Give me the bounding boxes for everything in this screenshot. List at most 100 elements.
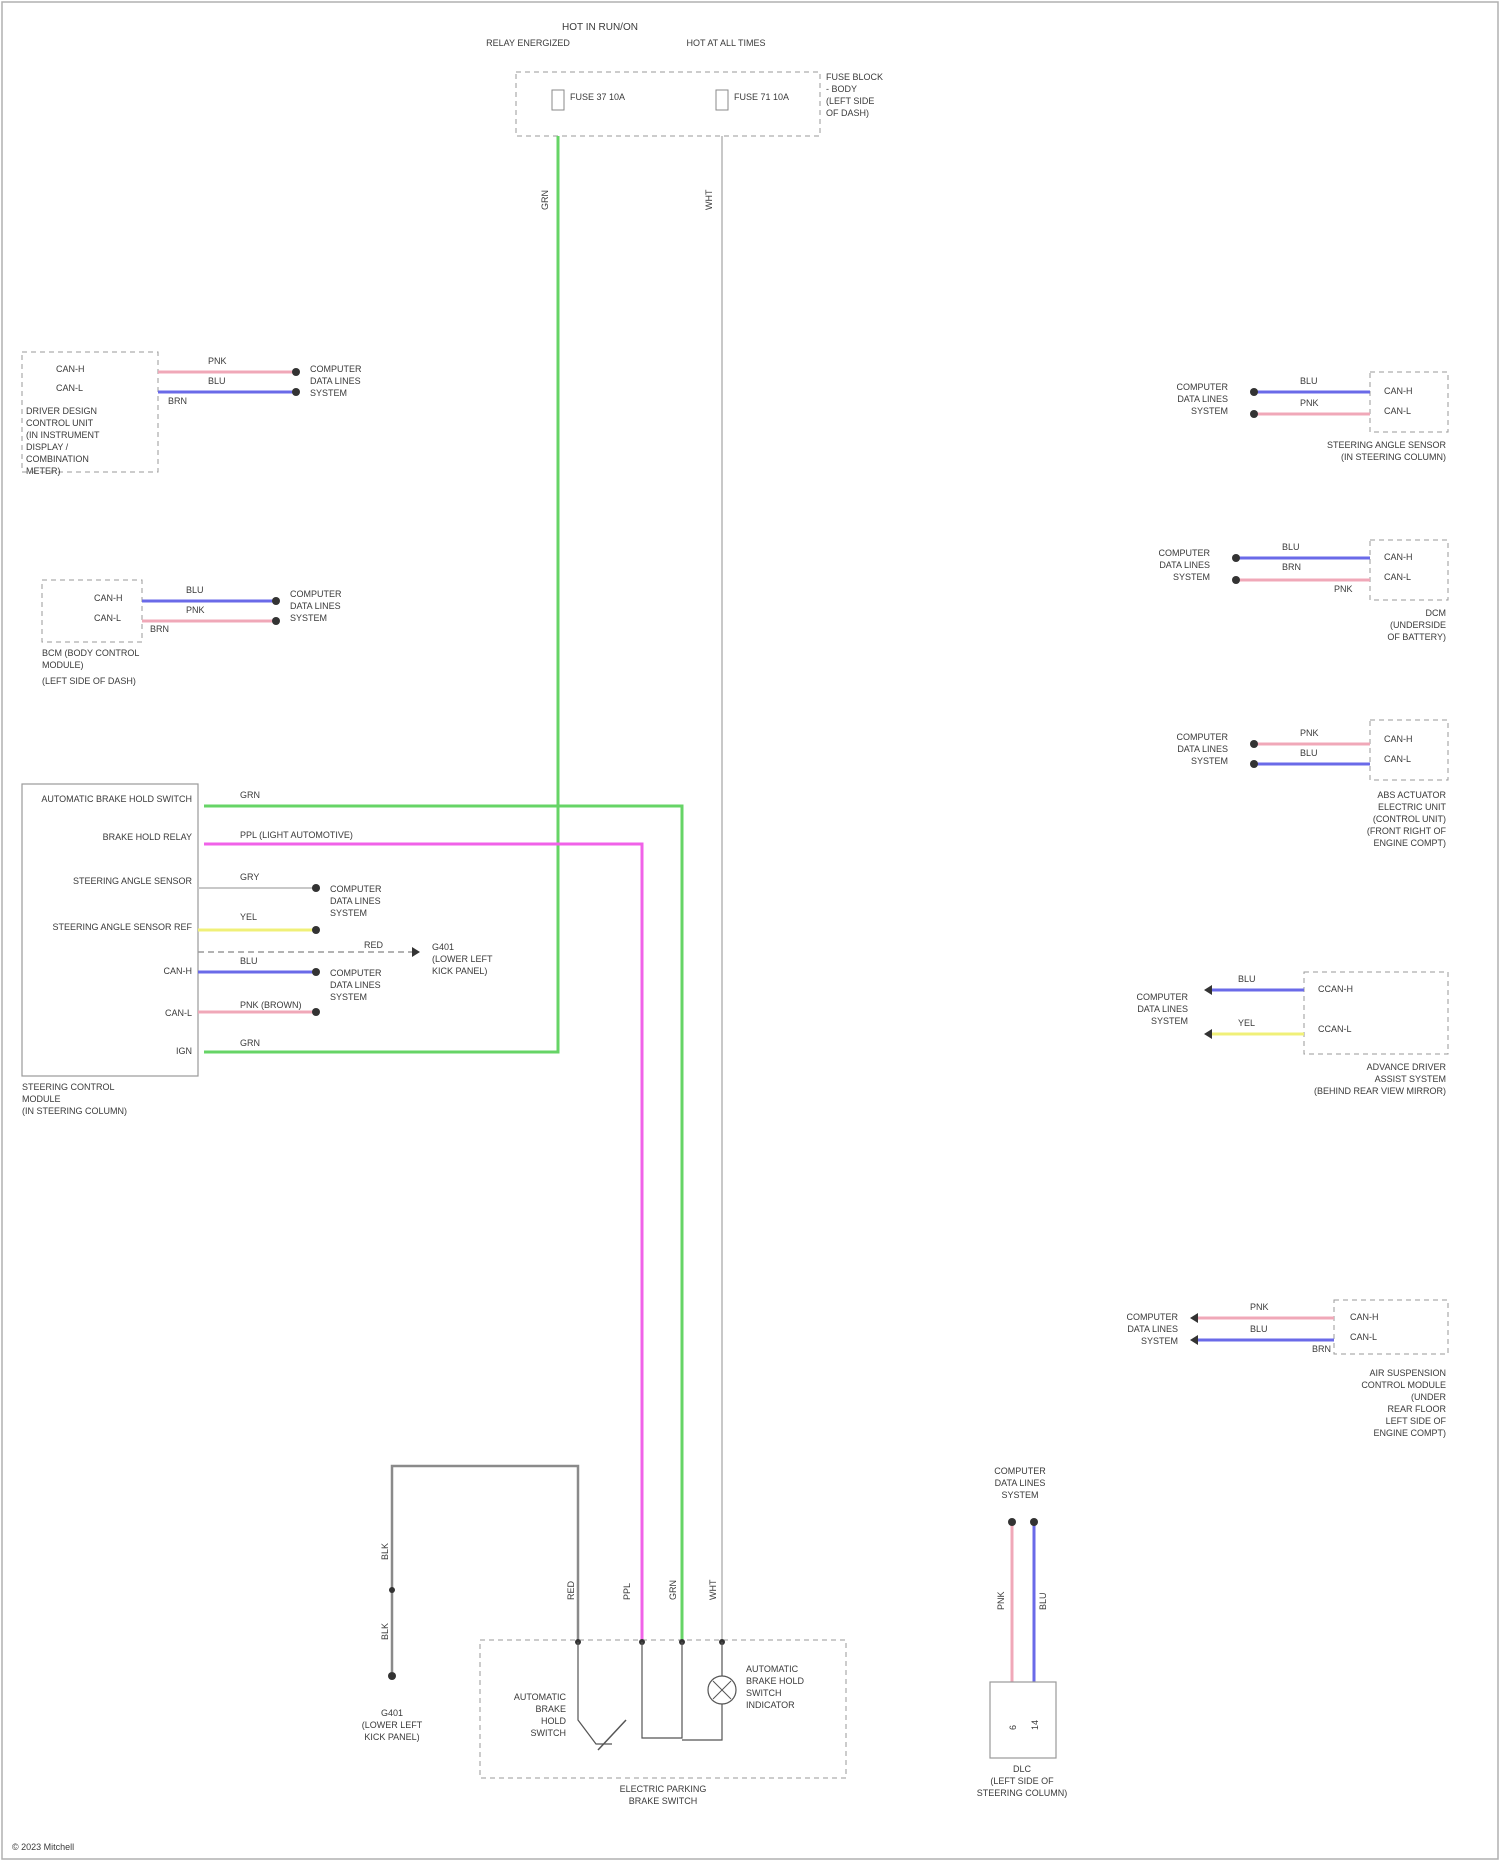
right-module-5-name-6: ENGINE COMPT) (1373, 1428, 1446, 1438)
left-module-2-dest-2: DATA LINES (290, 601, 341, 611)
brake-switch-label-2: BRAKE (535, 1704, 566, 1714)
right-module-5-wire-label-1: PNK (1250, 1302, 1269, 1312)
left-module-1-connector-1 (292, 368, 300, 376)
right-module-2-wire-label-3: PNK (1334, 584, 1353, 594)
left-module-2-dest-1: COMPUTER (290, 589, 342, 599)
right-module-2-wire-label-1: BLU (1282, 542, 1300, 552)
right-module-3-pin-2: CAN-L (1384, 754, 1411, 764)
left-module-1-pin-1: CAN-H (56, 364, 85, 374)
copyright-footer: © 2023 Mitchell (12, 1842, 74, 1852)
right-module-5-pin-2: CAN-L (1350, 1332, 1377, 1342)
steering-dest1-1: COMPUTER (330, 884, 382, 894)
right-module-3-dest-1: COMPUTER (1177, 732, 1229, 742)
fuse-block-col1-label: RELAY ENERGIZED (486, 38, 570, 48)
right-module-2-dest-1: COMPUTER (1159, 548, 1211, 558)
right-module-1-dest-1: COMPUTER (1177, 382, 1229, 392)
right-module-2-name-1: DCM (1426, 608, 1447, 618)
right-module-4-dest-1: COMPUTER (1137, 992, 1189, 1002)
fuse-block-name-4: OF DASH) (826, 108, 869, 118)
brake-internal-switch-path (642, 1642, 682, 1738)
dlc-wire-label-2: BLU (1038, 1592, 1048, 1610)
brake-top-wire-1: RED (566, 1580, 576, 1600)
steering-wire-label-5: BLU (240, 956, 258, 966)
steering-connector-2 (312, 926, 320, 934)
fuse-block-name-3: (LEFT SIDE (826, 96, 874, 106)
dlc-connector-2 (1030, 1518, 1038, 1526)
right-module-2-wire-label-2: BRN (1282, 562, 1301, 572)
right-module-4-name-1: ADVANCE DRIVER (1367, 1062, 1447, 1072)
right-module-3: CAN-H CAN-L PNK BLU COMPUTER DATA LINES … (1177, 720, 1449, 848)
right-module-5-arrow-2 (1190, 1335, 1198, 1345)
left-module-1: CAN-H CAN-L PNK BLU BRN COMPUTER DATA LI… (22, 352, 362, 476)
fuse-1 (552, 90, 564, 110)
dlc-box (990, 1682, 1056, 1758)
right-module-4-pin-2: CCAN-L (1318, 1024, 1352, 1034)
fuse-block-name-2: - BODY (826, 84, 857, 94)
right-module-5-dest-2: DATA LINES (1127, 1324, 1178, 1334)
left-module-2: CAN-H CAN-L BLU PNK BRN COMPUTER DATA LI… (42, 580, 342, 686)
left-module-1-pin-2: CAN-L (56, 383, 83, 393)
brake-switch-label-4: SWITCH (531, 1728, 567, 1738)
right-module-2-connector-2 (1232, 576, 1240, 584)
right-module-1-wire-label-2: PNK (1300, 398, 1319, 408)
right-module-2-dest-2: DATA LINES (1159, 560, 1210, 570)
right-module-5-dest-1: COMPUTER (1127, 1312, 1179, 1322)
fuse-block-col2-label: HOT AT ALL TIMES (686, 38, 765, 48)
steering-pin-3: STEERING ANGLE SENSOR (73, 876, 193, 886)
wire-magenta-brake-hold (204, 844, 642, 1640)
brake-module-name-2: BRAKE SWITCH (629, 1796, 698, 1806)
fuse-block: HOT IN RUN/ON RELAY ENERGIZED HOT AT ALL… (486, 22, 883, 210)
dlc-wire-label-1: PNK (996, 1591, 1006, 1610)
steering-ground-arrow (412, 947, 420, 957)
brake-switch-module: RED PPL GRN WHT AUTOMATIC BRAKE HOLD SWI… (480, 1579, 846, 1806)
right-module-3-name-1: ABS ACTUATOR (1377, 790, 1446, 800)
right-module-3-connector-1 (1250, 740, 1258, 748)
steering-connector-3 (312, 968, 320, 976)
steering-ground-2: (LOWER LEFT (432, 954, 493, 964)
left-module-2-wire-label-1: BLU (186, 585, 204, 595)
right-module-5-name-3: (UNDER (1411, 1392, 1446, 1402)
right-module-4-dest-2: DATA LINES (1137, 1004, 1188, 1014)
right-module-2-box (1370, 540, 1448, 600)
brake-switch-label-1: AUTOMATIC (514, 1692, 567, 1702)
left-module-1-name-6: METER) (26, 466, 61, 476)
right-module-3-wire-label-1: PNK (1300, 728, 1319, 738)
wire-ground-loop (392, 1466, 578, 1672)
steering-wire-label-7: GRN (240, 1038, 260, 1048)
dlc-dest-2: DATA LINES (995, 1478, 1046, 1488)
dlc-name-2: (LEFT SIDE OF (990, 1776, 1054, 1786)
brake-indicator-label-2: BRAKE HOLD (746, 1676, 805, 1686)
steering-pin-4: STEERING ANGLE SENSOR REF (52, 922, 192, 932)
left-module-2-name-1: BCM (BODY CONTROL (42, 648, 139, 658)
dlc-connector-1 (1008, 1518, 1016, 1526)
right-module-4-pin-1: CCAN-H (1318, 984, 1353, 994)
brake-ground-point (388, 1672, 396, 1680)
right-module-1: CAN-H CAN-L BLU PNK COMPUTER DATA LINES … (1177, 372, 1449, 462)
right-module-4-wire-label-1: BLU (1238, 974, 1256, 984)
steering-dest2-2: DATA LINES (330, 980, 381, 990)
dlc-dest-1: COMPUTER (994, 1466, 1046, 1476)
wire-green-ign (204, 136, 558, 1052)
right-module-1-wire-label-1: BLU (1300, 376, 1318, 386)
right-module-3-box (1370, 720, 1448, 780)
left-module-2-box (42, 580, 142, 642)
steering-wire-label-2: PPL (LIGHT AUTOMOTIVE) (240, 830, 353, 840)
fuse-1-label: FUSE 37 10A (570, 92, 625, 102)
right-module-3-wire-label-2: BLU (1300, 748, 1318, 758)
brake-top-wire-2: PPL (622, 1583, 632, 1600)
dlc-name-1: DLC (1013, 1764, 1032, 1774)
steering-wire-label-8: RED (364, 940, 384, 950)
right-module-2-pin-1: CAN-H (1384, 552, 1413, 562)
brake-indicator-label-3: SWITCH (746, 1688, 782, 1698)
steering-wire-label-4: YEL (240, 912, 257, 922)
brake-ground-wire-label-2: BLK (380, 1623, 390, 1640)
left-module-1-name-2: CONTROL UNIT (26, 418, 94, 428)
steering-wire-label-3: GRY (240, 872, 259, 882)
fuse-wire-1-label: GRN (540, 190, 550, 210)
right-module-4-wire-label-2: YEL (1238, 1018, 1255, 1028)
right-module-1-dest-3: SYSTEM (1191, 406, 1228, 416)
steering-ground-3: KICK PANEL) (432, 966, 487, 976)
left-module-2-dest-3: SYSTEM (290, 613, 327, 623)
steering-pin-7: IGN (176, 1046, 192, 1056)
